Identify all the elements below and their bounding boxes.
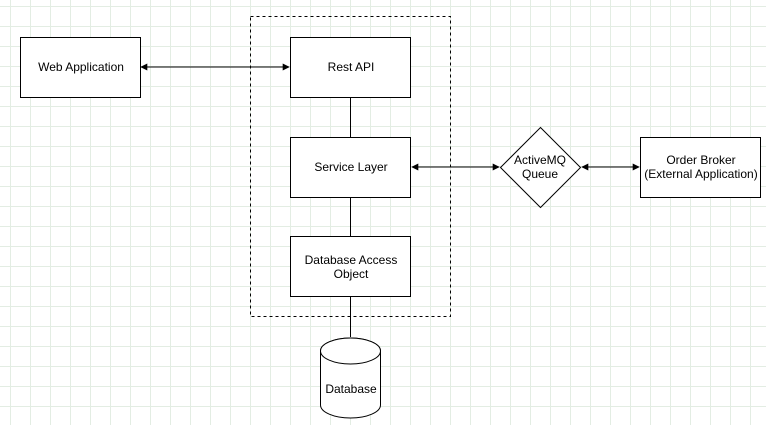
node-activemq-queue[interactable]: ActiveMQ Queue bbox=[499, 126, 582, 209]
node-database-access-object[interactable]: Database Access Object bbox=[290, 236, 411, 297]
queue-label-line1: ActiveMQ bbox=[514, 153, 566, 167]
queue-label-line2: Queue bbox=[522, 167, 558, 181]
order-broker-label-line1: Order Broker bbox=[666, 153, 735, 167]
web-application-label: Web Application bbox=[38, 60, 124, 74]
node-database[interactable]: Database bbox=[320, 337, 381, 419]
rest-api-label: Rest API bbox=[328, 60, 375, 74]
dao-label-line2: Object bbox=[334, 267, 369, 281]
database-label: Database bbox=[325, 382, 377, 396]
dao-label-line1: Database Access bbox=[305, 253, 398, 267]
node-service-layer[interactable]: Service Layer bbox=[290, 137, 411, 198]
order-broker-label-line2: (External Application) bbox=[644, 167, 757, 181]
node-rest-api[interactable]: Rest API bbox=[290, 37, 411, 98]
node-web-application[interactable]: Web Application bbox=[20, 37, 141, 98]
service-layer-label: Service Layer bbox=[314, 160, 387, 174]
node-order-broker[interactable]: Order Broker (External Application) bbox=[640, 137, 761, 198]
